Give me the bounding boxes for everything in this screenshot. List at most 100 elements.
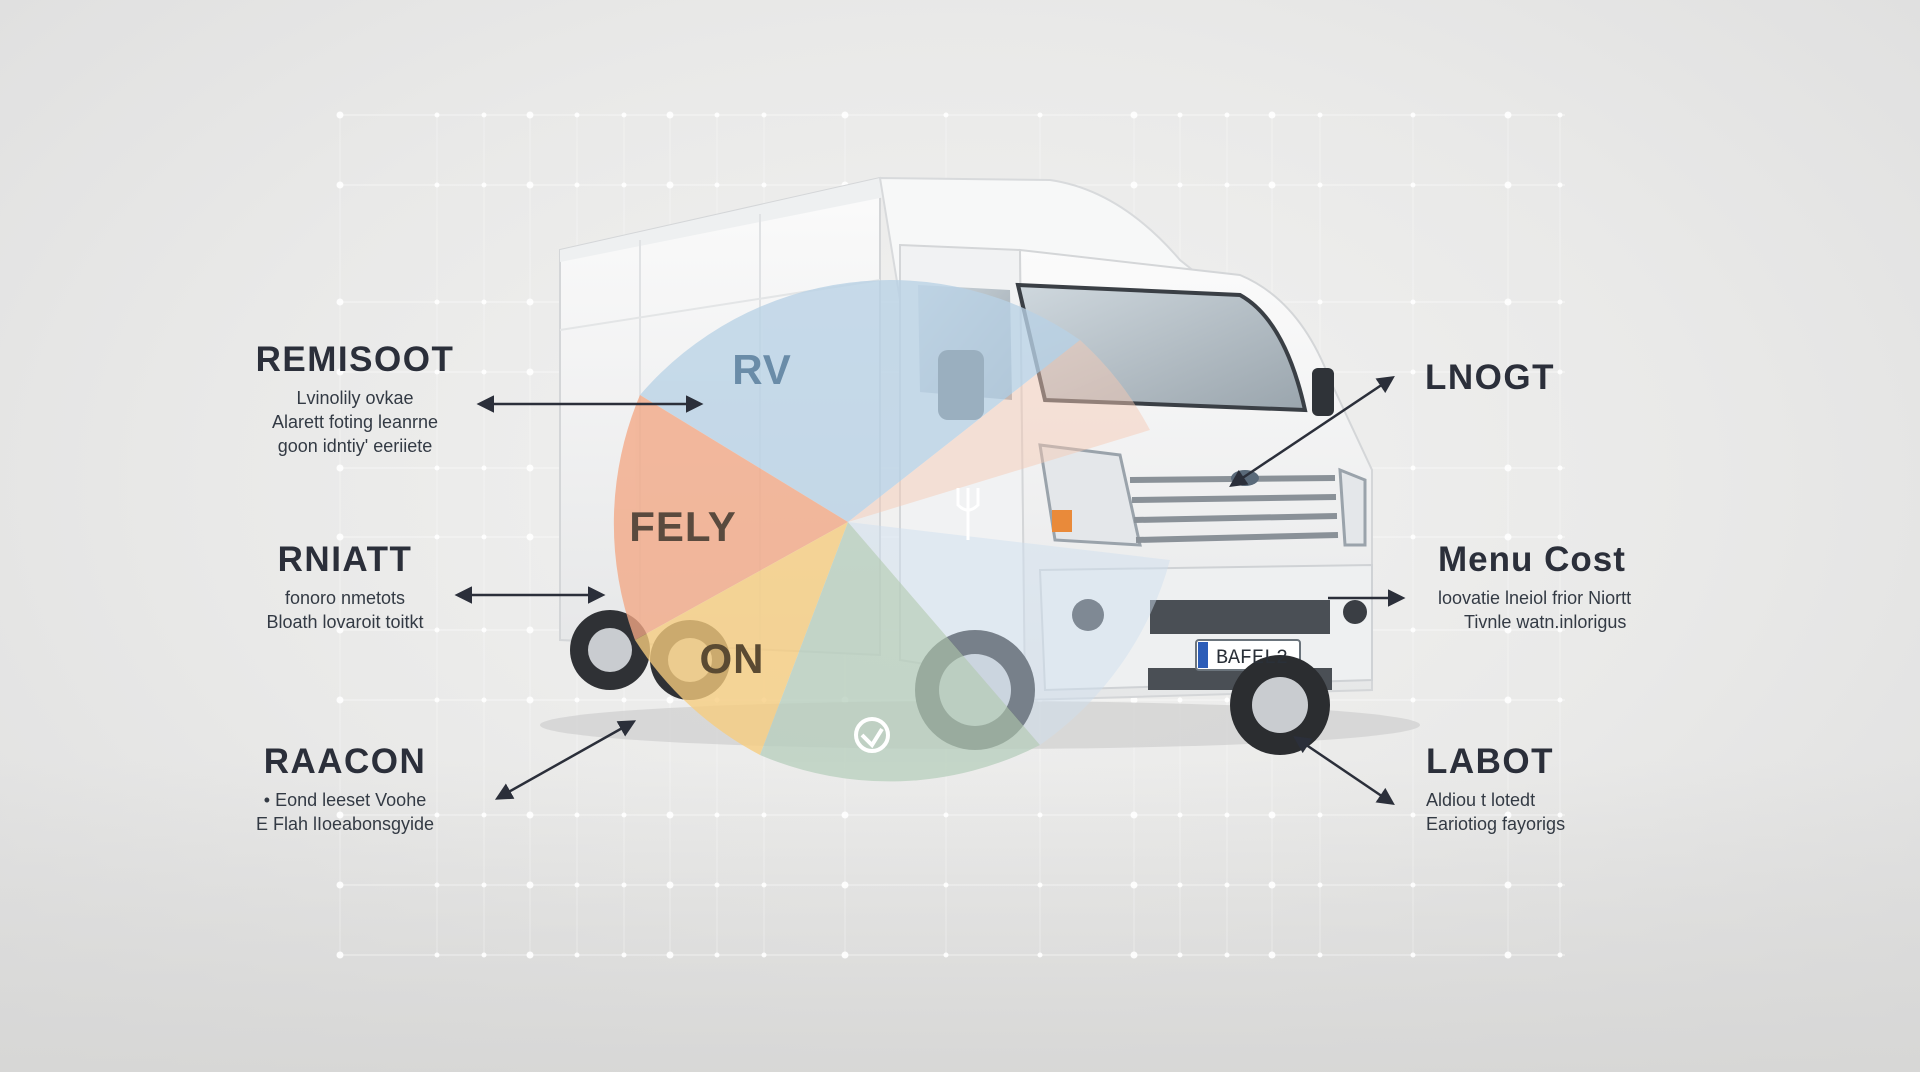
grid-dot: [1177, 697, 1183, 703]
segment-peach: [848, 340, 1150, 522]
grid-dot: [714, 112, 720, 118]
grid-dot: [1557, 299, 1563, 305]
grid-dot: [526, 881, 534, 889]
grid-dot: [1130, 181, 1138, 189]
grid-dot: [1557, 369, 1563, 375]
callout-title: REMISOOT: [255, 340, 455, 379]
grid-dot: [666, 811, 674, 819]
grid-dot: [336, 533, 344, 541]
callout-bottom-left: RAACON • Eond leeset Voohe E Flah lIoeab…: [200, 742, 490, 836]
grid-dot: [1224, 952, 1230, 958]
grid-dot: [574, 182, 580, 188]
segment-pale-blue: [848, 522, 1170, 745]
grid-dot: [526, 464, 534, 472]
pie-label-on: ON: [700, 635, 765, 682]
grid-dot: [481, 534, 487, 540]
grid-dot: [1317, 882, 1323, 888]
grid-dot: [666, 181, 674, 189]
grid-dot: [1317, 812, 1323, 818]
grid-dot: [761, 112, 767, 118]
grid-dot: [1268, 881, 1276, 889]
grid-dot: [574, 952, 580, 958]
grid-dot: [621, 812, 627, 818]
grid-dot: [761, 882, 767, 888]
grid-dot: [841, 811, 849, 819]
callout-line: • Eond leeset Voohe: [263, 790, 427, 810]
grid-dot: [526, 626, 534, 634]
grid-dot: [1557, 882, 1563, 888]
grid-dot: [1557, 627, 1563, 633]
grid-dot: [574, 882, 580, 888]
grid-dot: [526, 951, 534, 959]
callout-bottom-right: LABOT Aldiou t lotedt Eariotiog fayorigs: [1426, 742, 1726, 836]
grid-dot: [481, 627, 487, 633]
grid-dot: [1224, 182, 1230, 188]
grid-dot: [526, 298, 534, 306]
grid-dot: [481, 112, 487, 118]
grid-dot: [1504, 181, 1512, 189]
arrow-bottom-left: [494, 720, 637, 800]
grid-dot: [434, 534, 440, 540]
grid-dot: [434, 112, 440, 118]
grid-dot: [1037, 952, 1043, 958]
grid-dot: [666, 696, 674, 704]
segment-green: [760, 522, 1040, 782]
grid-dot: [481, 299, 487, 305]
grid-dot: [1037, 882, 1043, 888]
grid-dot: [526, 811, 534, 819]
grid-dot: [434, 182, 440, 188]
callout-middle-right: Menu Cost loovatie lneiol frior Niortt T…: [1438, 540, 1738, 634]
callout-title: LNOGT: [1425, 358, 1555, 397]
grid-dot: [1317, 299, 1323, 305]
grid-dot: [1268, 181, 1276, 189]
callout-title: Menu Cost: [1438, 540, 1626, 579]
grid-dot: [1317, 182, 1323, 188]
grid-dot: [336, 368, 344, 376]
grid-dot: [434, 627, 440, 633]
grid-dot: [336, 626, 344, 634]
grid-dot: [526, 181, 534, 189]
grid-dot: [481, 369, 487, 375]
grid-dot: [434, 465, 440, 471]
callout-top-left: REMISOOT Lvinolily ovkae Alarett foting …: [210, 340, 500, 458]
grid-dot: [336, 811, 344, 819]
pie-chart: [613, 280, 1170, 782]
callout-line: E Flah lIoeabonsgyide: [255, 814, 435, 834]
callout-line: Alarett foting leanrne: [271, 412, 439, 432]
grid-dot: [574, 112, 580, 118]
callout-title: RNIATT: [277, 540, 413, 579]
grid-dot: [621, 882, 627, 888]
grid-dot: [1504, 464, 1512, 472]
callout-line: Lvinolily ovkae: [296, 388, 414, 408]
grid-dot: [336, 881, 344, 889]
grid-dot: [1410, 182, 1416, 188]
grid-dot: [621, 697, 627, 703]
grid-dot: [1504, 368, 1512, 376]
callout-line: Tivnle watn.inlorigus: [1464, 612, 1627, 632]
grid-dot: [1410, 697, 1416, 703]
segment-blue: [640, 280, 1080, 522]
grid-dot: [761, 812, 767, 818]
grid-dot: [1410, 627, 1416, 633]
grid-dot: [666, 111, 674, 119]
grid-dot: [1268, 111, 1276, 119]
grid-dot: [434, 299, 440, 305]
callout-line: goon idntiy' eeriiete: [277, 436, 433, 456]
grid-dot: [526, 696, 534, 704]
grid-dot: [1130, 951, 1138, 959]
callout-title: LABOT: [1426, 742, 1555, 781]
grid-dot: [1130, 811, 1138, 819]
pie-label-rv: RV: [732, 346, 792, 393]
grid-dot: [1410, 534, 1416, 540]
grid-dot: [841, 881, 849, 889]
grid-dot: [1504, 111, 1512, 119]
grid-dot: [1410, 369, 1416, 375]
grid-dot: [1037, 112, 1043, 118]
arrow-bottom-right: [1293, 736, 1395, 805]
grid-dot: [481, 882, 487, 888]
grid-dot: [1177, 882, 1183, 888]
callout-line: Bloath lovaroit toitkt: [266, 612, 424, 632]
fork-icon: [956, 488, 980, 540]
grid-dot: [434, 882, 440, 888]
